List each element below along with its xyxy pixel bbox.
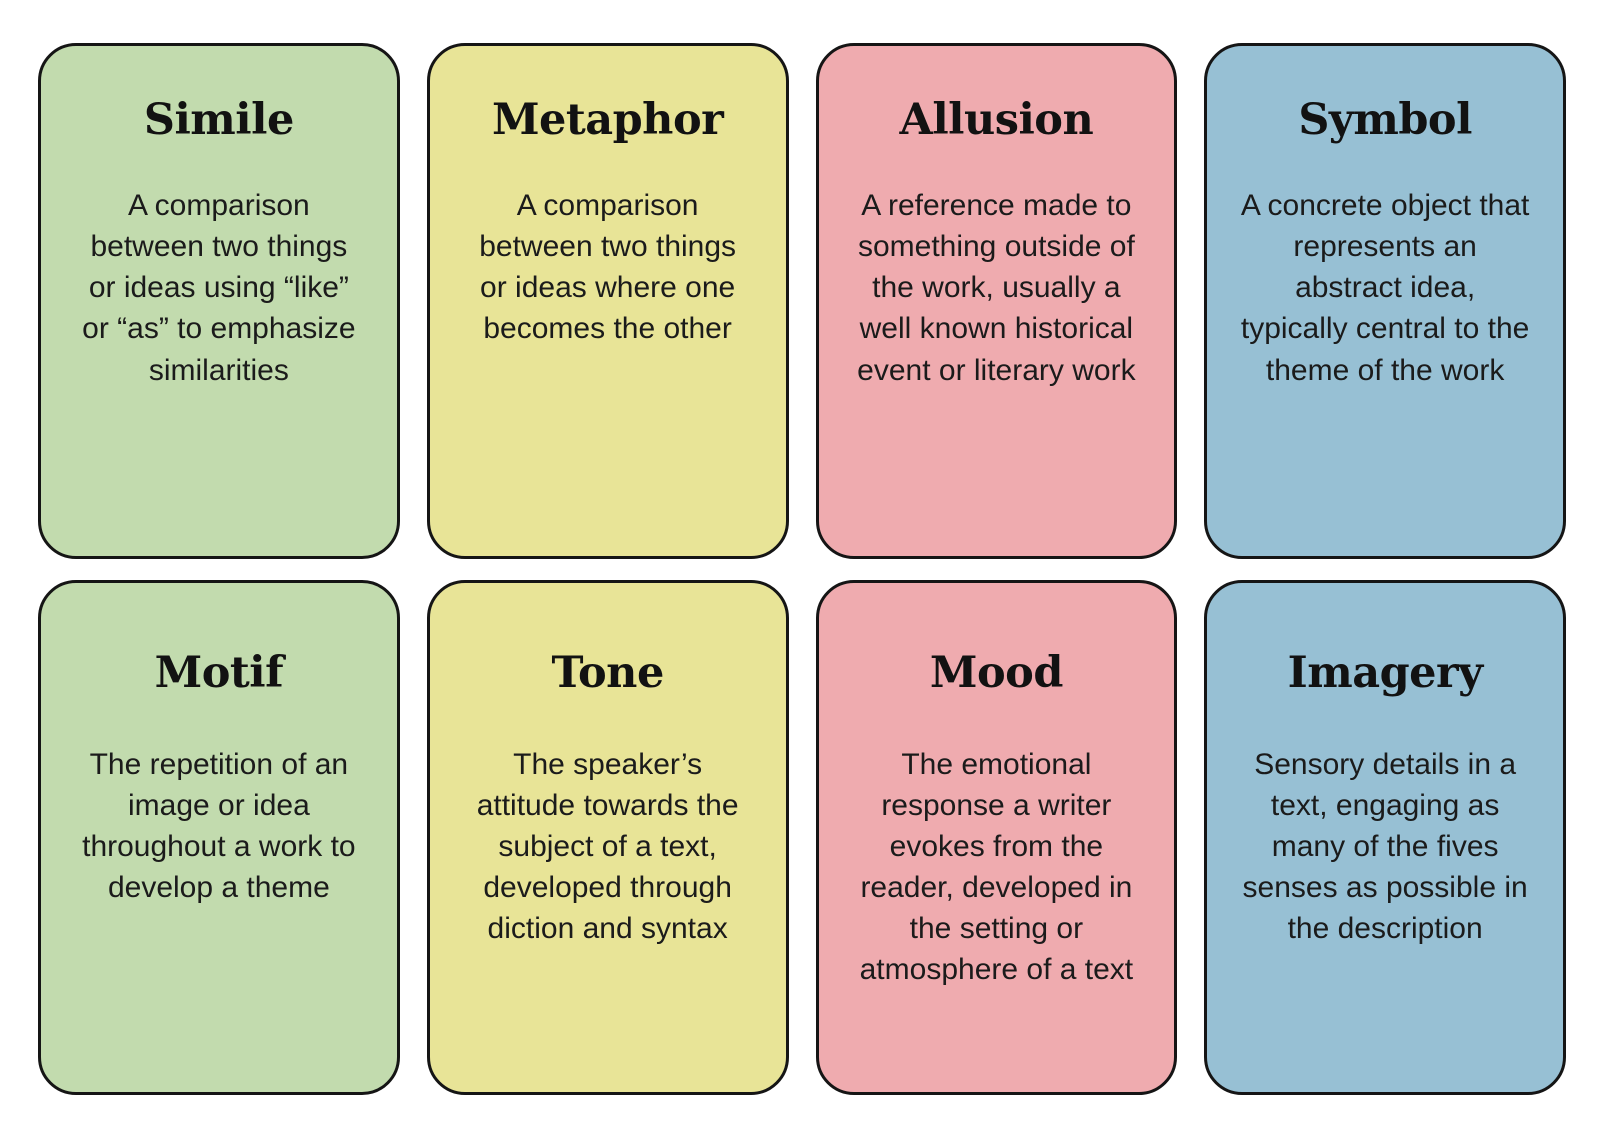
card-title-symbol: Symbol — [1298, 95, 1472, 145]
card-tone[interactable]: Tone The speaker’s attitude towards the … — [426, 579, 789, 1095]
card-imagery[interactable]: Imagery Sensory details in a text, engag… — [1204, 579, 1566, 1095]
card-definition-motif: The repetition of an image or idea throu… — [82, 747, 356, 904]
card-definition-simile: A comparison between two things or ideas… — [82, 189, 356, 387]
card-metaphor[interactable]: Metaphor A comparison between two things… — [426, 43, 789, 559]
card-definition-symbol: A concrete object that represents an abs… — [1240, 189, 1530, 387]
card-title-metaphor: Metaphor — [491, 95, 724, 145]
card-title-imagery: Imagery — [1287, 647, 1484, 698]
card-definition-mood: The emotional response a writer evokes f… — [859, 747, 1134, 987]
card-mood[interactable]: Mood The emotional response a writer evo… — [815, 579, 1178, 1095]
card-definition-metaphor: A comparison between two things or ideas… — [479, 189, 737, 346]
card-definition-allusion: A reference made to something outside of… — [857, 189, 1136, 387]
card-symbol[interactable]: Symbol A concrete object that represents… — [1204, 43, 1566, 559]
card-simile[interactable]: Simile A comparison between two things o… — [38, 43, 400, 559]
card-title-mood: Mood — [929, 647, 1064, 698]
card-definition-tone: The speaker’s attitude towards the subje… — [476, 747, 739, 946]
card-title-allusion: Allusion — [899, 95, 1094, 145]
card-motif[interactable]: Motif The repetition of an image or idea… — [38, 579, 400, 1095]
card-definition-imagery: Sensory details in a text, engaging as m… — [1242, 747, 1528, 946]
card-title-simile: Simile — [143, 95, 294, 145]
card-allusion[interactable]: Allusion A reference made to something o… — [815, 43, 1178, 559]
card-title-motif: Motif — [154, 647, 284, 698]
card-title-tone: Tone — [551, 647, 664, 698]
